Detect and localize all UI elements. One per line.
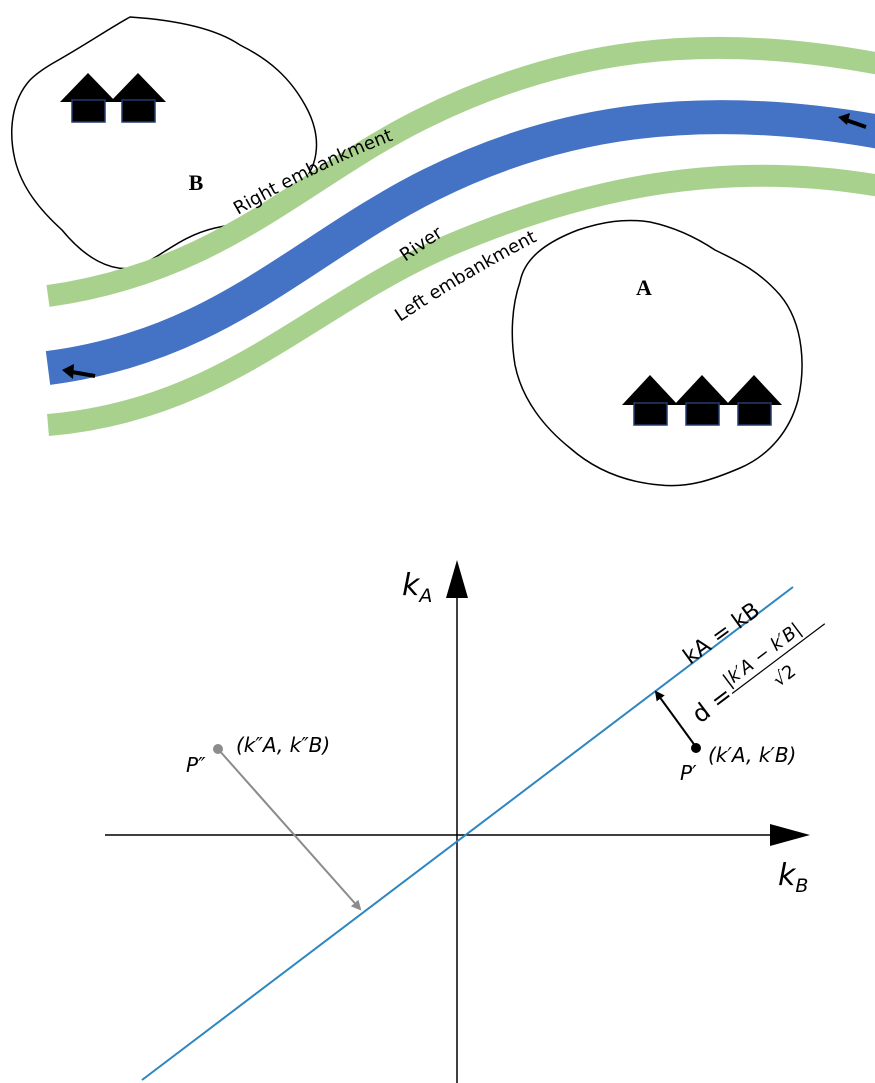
point-p2 (213, 744, 223, 754)
house-icon (622, 375, 678, 426)
left-embankment (47, 164, 875, 436)
k-plane-diagram: kA kB kA = kB d = |k′A − k′B| √2 P′ (k′A… (105, 560, 826, 1083)
x-axis-arrowhead (770, 824, 810, 846)
house-icon (110, 73, 166, 123)
house-icon (726, 375, 782, 426)
flow-arrow-icon (838, 113, 867, 129)
y-axis-label: kA (402, 568, 432, 607)
house-icon (60, 73, 116, 123)
area-b-label: B (189, 170, 204, 195)
area-a-outline (511, 219, 803, 487)
flow-arrow-icon (62, 364, 96, 379)
diagonal-line (141, 586, 794, 1081)
area-b-outline (11, 16, 318, 270)
point-p1 (691, 743, 701, 753)
p1-projection-arrow (654, 690, 697, 748)
distance-formula-denominator: √2 (769, 661, 800, 692)
house-icon (674, 375, 730, 426)
point-p1-coords: (k′A, k′B) (708, 743, 796, 767)
p2-projection-arrow (217, 748, 362, 911)
river (45, 100, 875, 385)
x-axis-label: kB (778, 858, 808, 897)
right-embankment (46, 36, 875, 307)
y-axis-arrowhead (446, 560, 468, 598)
point-p2-name: P″ (186, 753, 206, 777)
flood-map: Right embankment River Left embankment B… (11, 16, 875, 487)
point-p1-name: P′ (680, 761, 697, 785)
area-a-label: A (636, 275, 652, 300)
point-p2-coords: (k″A, k″B) (236, 733, 330, 757)
fraction-bar (731, 623, 826, 695)
distance-formula: d = |k′A − k′B| √2 (687, 619, 826, 729)
